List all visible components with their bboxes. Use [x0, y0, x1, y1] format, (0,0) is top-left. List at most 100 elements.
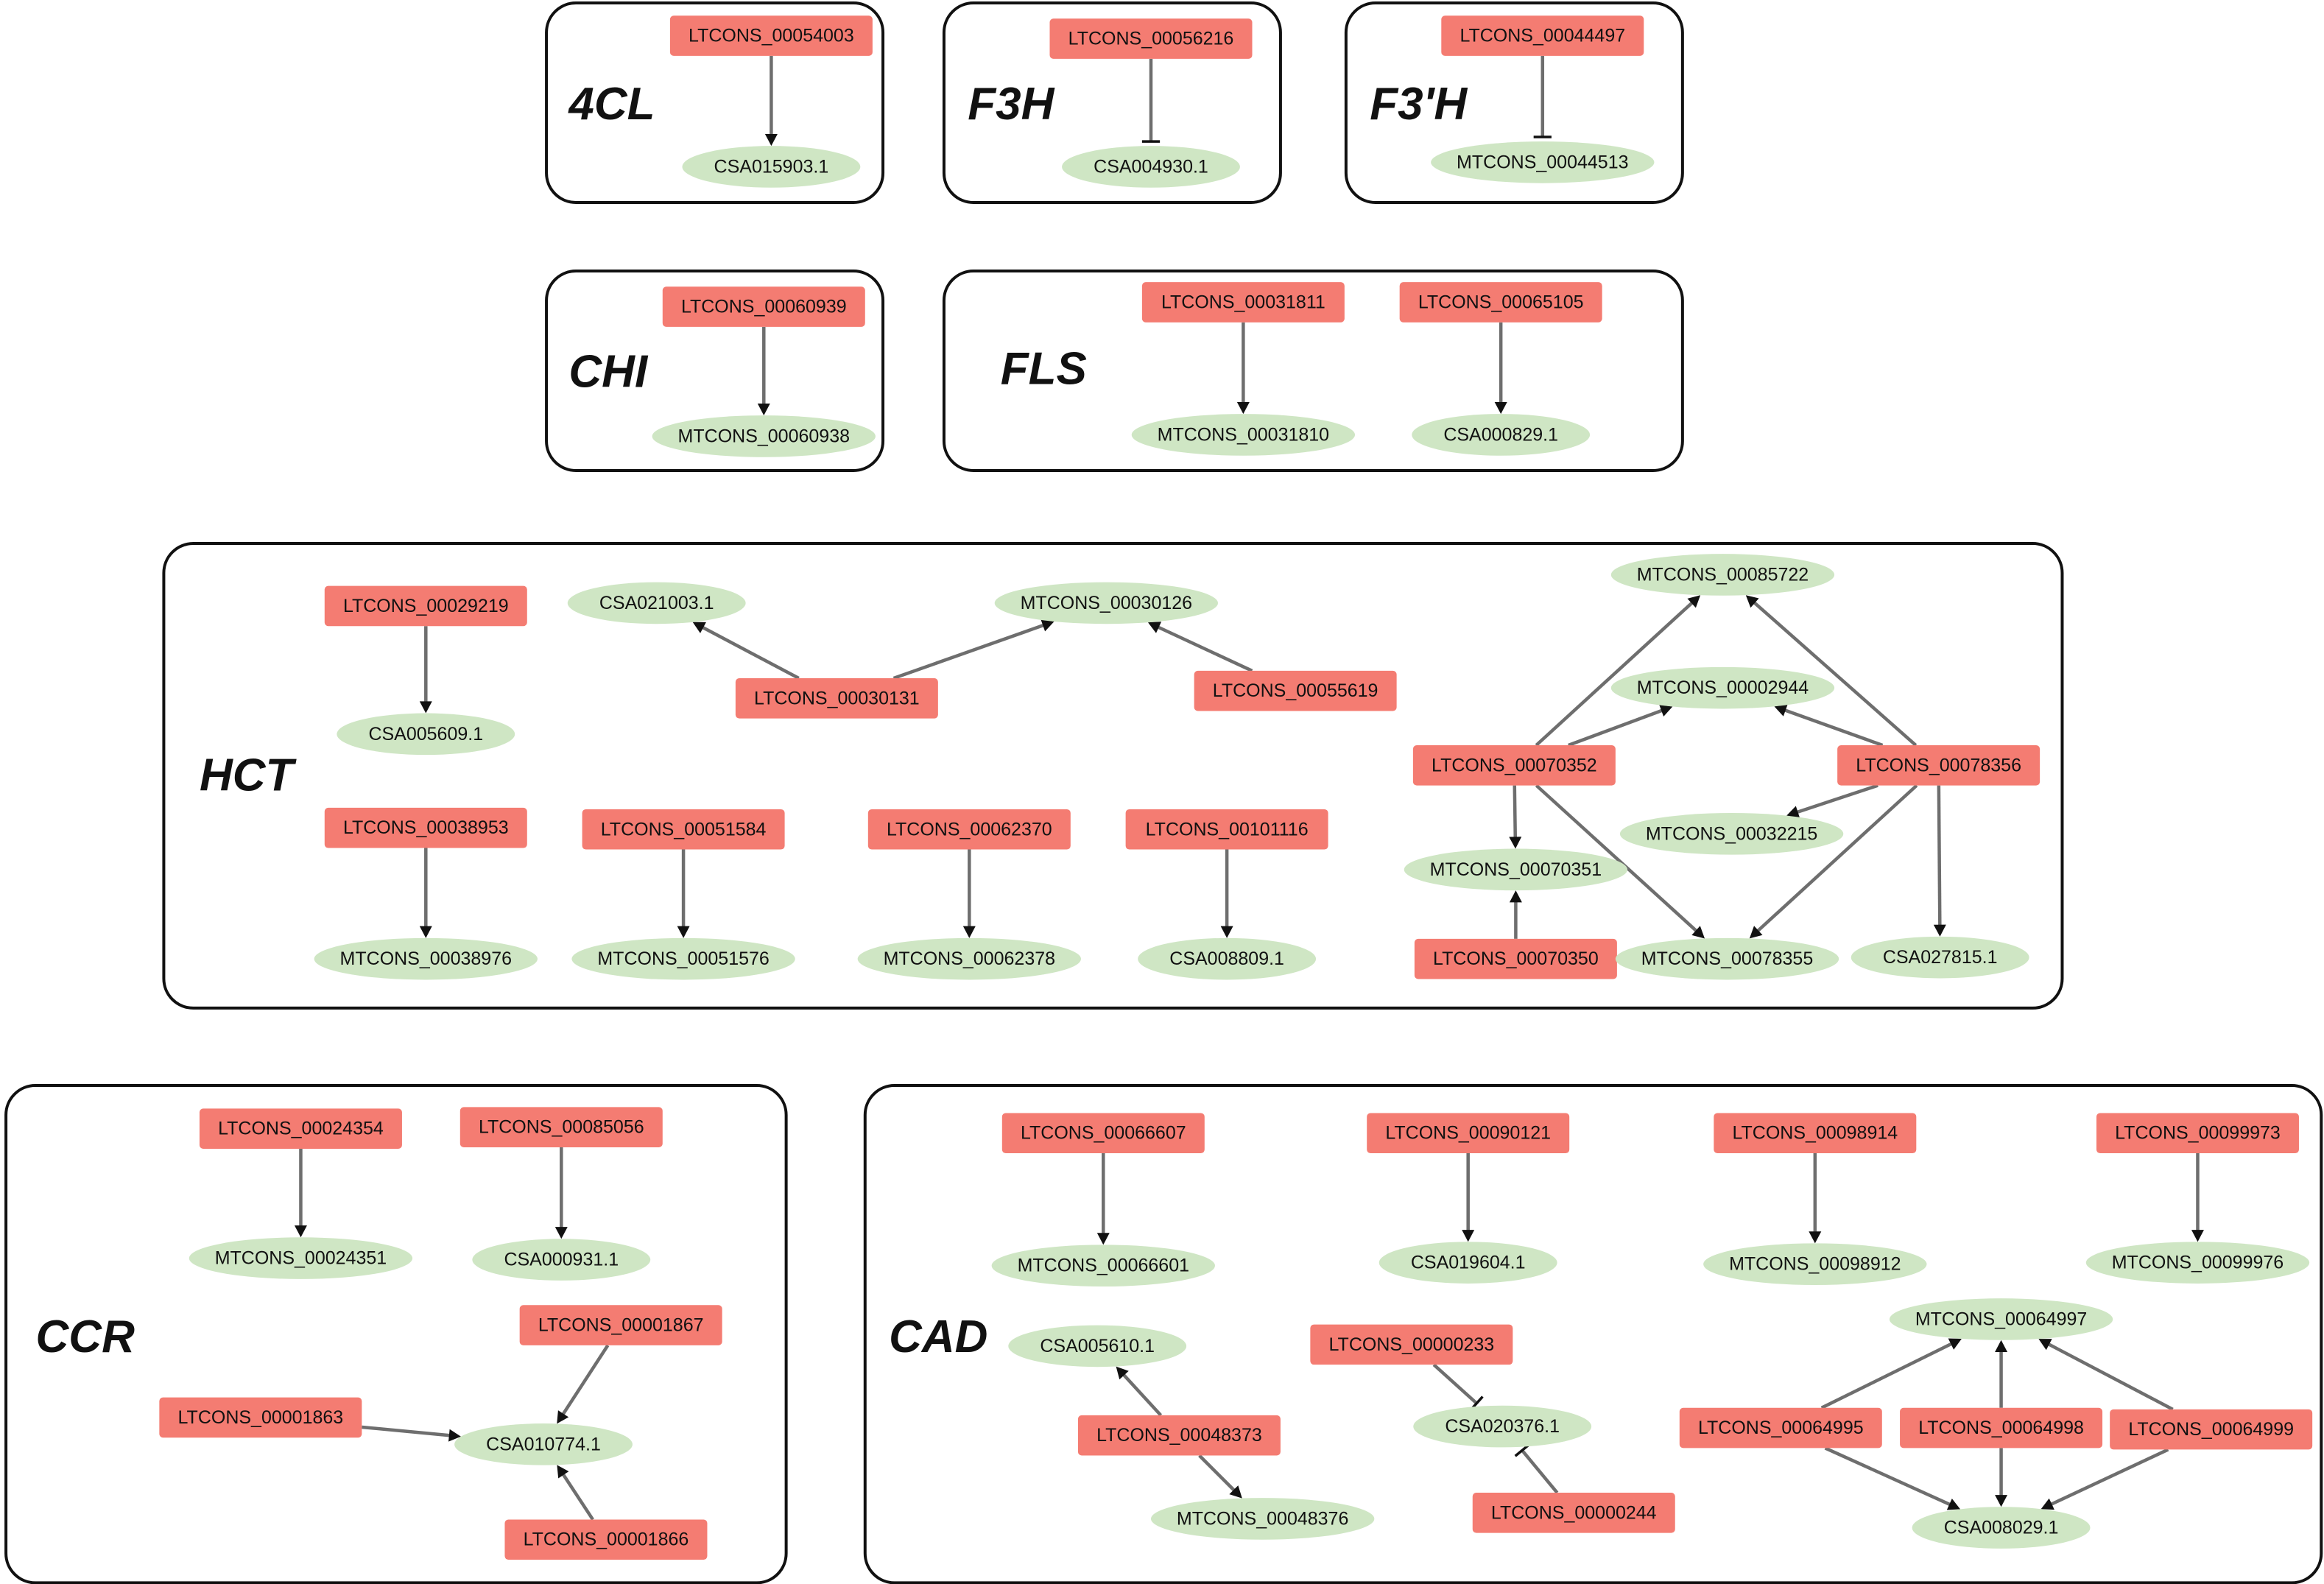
arrow-head: [419, 926, 432, 938]
target-node-T_004930: CSA004930.1: [1062, 146, 1240, 188]
node-label: MTCONS_00085722: [1637, 564, 1809, 585]
edge-L_62370-M_62378: [962, 849, 976, 938]
target-ellipse: [1889, 1298, 2113, 1340]
lncrna-node-L_56216: LTCONS_00056216: [1049, 18, 1253, 59]
arrow-head: [2040, 1498, 2054, 1510]
edge-L_64995-M_64997: [1820, 1338, 1962, 1409]
target-node-T_008809: CSA008809.1: [1138, 937, 1317, 980]
node-label: CSA021003.1: [599, 593, 714, 613]
node-label: LTCONS_00055619: [1213, 680, 1378, 701]
target-ellipse: [1404, 848, 1628, 891]
edge-L_85056-T_000931: [554, 1147, 568, 1239]
lncrna-box: [1900, 1407, 2103, 1449]
edge-L_64998-M_64997: [1995, 1340, 2008, 1408]
lncrna-node-L_65105: LTCONS_00065105: [1399, 282, 1602, 323]
edge-line: [362, 1425, 451, 1437]
arrow-head: [1040, 619, 1054, 632]
lncrna-box: [867, 809, 1071, 850]
lncrna-box: [2110, 1409, 2313, 1450]
target-ellipse: [1431, 141, 1655, 183]
node-label: LTCONS_00070352: [1432, 755, 1597, 775]
lncrna-box: [1367, 1113, 1570, 1154]
edge-L_51584-M_51576: [677, 849, 690, 938]
arrow-head: [1786, 806, 1800, 818]
arrow-head: [2038, 1339, 2052, 1351]
edge-L_24354-M_24351: [294, 1148, 307, 1238]
lncrna-node-L_55619: LTCONS_00055619: [1194, 670, 1397, 711]
node-label: CSA005609.1: [368, 724, 483, 745]
lncrna-node-L_101116: LTCONS_00101116: [1125, 809, 1328, 850]
edge-L_90121-T_019604: [1462, 1153, 1475, 1242]
edge-L_66607-M_66601: [1096, 1153, 1110, 1245]
node-label: LTCONS_00044497: [1459, 26, 1625, 46]
node-label: MTCONS_00048376: [1177, 1508, 1348, 1529]
lncrna-box: [1472, 1493, 1675, 1533]
lncrna-box: [1049, 18, 1253, 59]
edge-L_01866-T_010774: [557, 1465, 594, 1521]
lncrna-box: [1141, 282, 1345, 323]
target-node-T_010774: CSA010774.1: [454, 1423, 633, 1465]
lncrna-node-L_29219: LTCONS_00029219: [324, 585, 527, 627]
group-label-cad: CAD: [889, 1312, 987, 1362]
target-node-M_38976: MTCONS_00038976: [314, 937, 538, 980]
target-node-T_005609: CSA005609.1: [337, 713, 515, 756]
lncrna-box: [1310, 1324, 1513, 1365]
lncrna-box: [1077, 1415, 1281, 1456]
node-label: MTCONS_00062378: [884, 948, 1055, 969]
edge-L_48373-M_48376: [1198, 1454, 1242, 1499]
edge-line: [561, 1472, 594, 1521]
node-label: MTCONS_00064997: [1915, 1309, 2087, 1329]
lncrna-box: [1412, 745, 1616, 786]
target-ellipse: [1619, 813, 1844, 855]
edge-L_44497-M_44513: [1533, 55, 1552, 138]
arrow-head: [1236, 401, 1250, 415]
node-label: LTCONS_00066607: [1021, 1123, 1186, 1144]
node-label: MTCONS_00066601: [1018, 1256, 1189, 1276]
node-label: MTCONS_00031810: [1158, 424, 1329, 445]
target-ellipse: [1412, 414, 1591, 456]
lncrna-box: [1714, 1113, 1917, 1154]
lncrna-node-L_85056: LTCONS_00085056: [459, 1107, 663, 1147]
lncrna-box: [504, 1519, 708, 1560]
target-node-M_70351: MTCONS_00070351: [1404, 848, 1628, 891]
arrow-head: [1687, 595, 1701, 608]
node-label: LTCONS_00099973: [2115, 1123, 2281, 1144]
arrow-head: [419, 701, 432, 714]
node-label: LTCONS_00085056: [479, 1117, 644, 1138]
node-label: MTCONS_00024351: [215, 1248, 387, 1269]
node-label: LTCONS_00000244: [1491, 1502, 1657, 1523]
lncrna-node-L_54003: LTCONS_00054003: [669, 15, 873, 56]
arrow-head: [1220, 926, 1233, 938]
group-label-4cl: 4CL: [567, 79, 655, 130]
arrow-head: [1116, 1366, 1129, 1380]
target-node-M_44513: MTCONS_00044513: [1431, 141, 1655, 183]
target-node-M_24351: MTCONS_00024351: [189, 1237, 413, 1279]
lncrna-node-L_98914: LTCONS_00098914: [1714, 1113, 1917, 1154]
arrow-head: [1749, 926, 1763, 939]
target-ellipse: [2085, 1242, 2310, 1284]
arrow-head: [692, 622, 706, 633]
node-label: CSA019604.1: [1411, 1253, 1526, 1273]
target-ellipse: [1378, 1242, 1557, 1284]
edge-L_65105-T_000829: [1494, 322, 1507, 415]
node-label: MTCONS_00098912: [1729, 1254, 1901, 1275]
edge-line: [1820, 1342, 1954, 1409]
target-node-T_021003: CSA021003.1: [567, 582, 746, 624]
group-label-f3h: F3H: [968, 79, 1054, 130]
node-label: LTCONS_00001863: [178, 1407, 344, 1428]
target-ellipse: [472, 1239, 651, 1281]
arrow-head: [1995, 1340, 2008, 1352]
arrow-head: [1774, 704, 1788, 717]
node-label: CSA005610.1: [1040, 1336, 1155, 1356]
edge-L_48373-T_005610: [1116, 1366, 1163, 1417]
lncrna-node-L_60939: LTCONS_00060939: [662, 286, 865, 327]
target-node-M_99976: MTCONS_00099976: [2085, 1242, 2310, 1284]
lncrna-box: [199, 1108, 402, 1149]
target-node-M_78355: MTCONS_00078355: [1615, 937, 1839, 980]
target-node-M_32215: MTCONS_00032215: [1619, 813, 1844, 855]
edge-line: [1535, 601, 1694, 747]
target-ellipse: [1912, 1507, 2091, 1549]
target-ellipse: [1062, 146, 1240, 188]
edge-L_64995-T_008029: [1824, 1446, 1961, 1510]
